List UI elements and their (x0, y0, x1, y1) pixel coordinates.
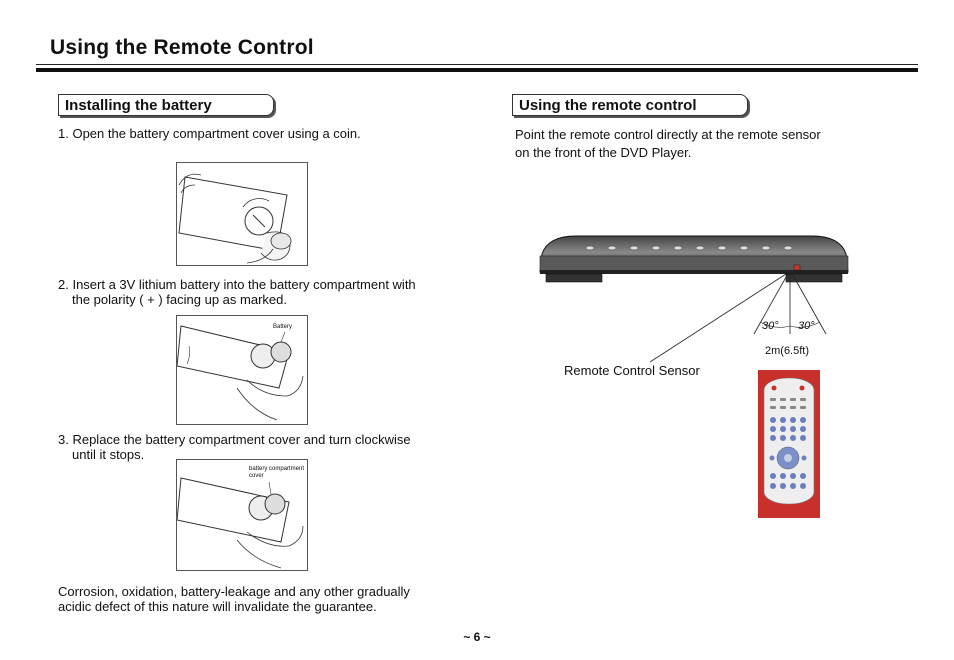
intro-line-2: on the front of the DVD Player. (515, 145, 692, 160)
step-2-line-2: the polarity ( + ) facing up as marked. (72, 292, 287, 307)
angle-right-label: 30° (798, 320, 815, 332)
replace-cover-drawing (177, 477, 304, 569)
distance-label: 2m(6.5ft) (765, 345, 810, 357)
remote-sensor (793, 264, 801, 271)
remote-number-keys (770, 417, 806, 441)
sensor-label: Remote Control Sensor (564, 363, 700, 378)
insert-battery-drawing (177, 325, 304, 421)
step-2-line-1: 2. Insert a 3V lithium battery into the … (58, 277, 416, 292)
sensor-range-diagram (649, 269, 827, 363)
warning-line-2: acidic defect of this nature will invali… (58, 599, 377, 614)
intro-line-1: Point the remote control directly at the… (515, 127, 821, 142)
replace-cover-illustration: battery compartment cover (176, 459, 308, 571)
remote-bottom-keys (770, 473, 806, 489)
warning-line-1: Corrosion, oxidation, battery-leakage an… (58, 584, 410, 599)
open-cover-drawing (178, 173, 292, 264)
insert-battery-illustration: Battery (176, 315, 308, 425)
page-number: ~ 6 ~ (463, 630, 491, 644)
using-remote-heading: Using the remote control (512, 94, 748, 116)
dvd-player-drawing (539, 235, 849, 283)
battery-label: Battery (273, 324, 293, 330)
installing-battery-heading: Installing the battery (58, 94, 274, 116)
cover-label-line-1: battery compartment (249, 466, 305, 472)
dvd-front-buttons (585, 245, 793, 251)
cover-label: battery compartment cover (249, 466, 304, 480)
title-rule-thin (36, 64, 918, 65)
step-3-line-1: 3. Replace the battery compartment cover… (58, 432, 411, 447)
angle-left-label: 30° (762, 320, 779, 332)
step-1-text: 1. Open the battery compartment cover us… (58, 126, 361, 141)
step-3-line-2: until it stops. (72, 447, 145, 462)
open-cover-illustration (176, 162, 308, 266)
title-rule-thick (36, 68, 918, 72)
remote-control-drawing (758, 370, 820, 518)
cover-label-line-2: cover (249, 473, 264, 479)
remote-button-grid (770, 398, 806, 409)
page-title: Using the Remote Control (50, 36, 314, 59)
